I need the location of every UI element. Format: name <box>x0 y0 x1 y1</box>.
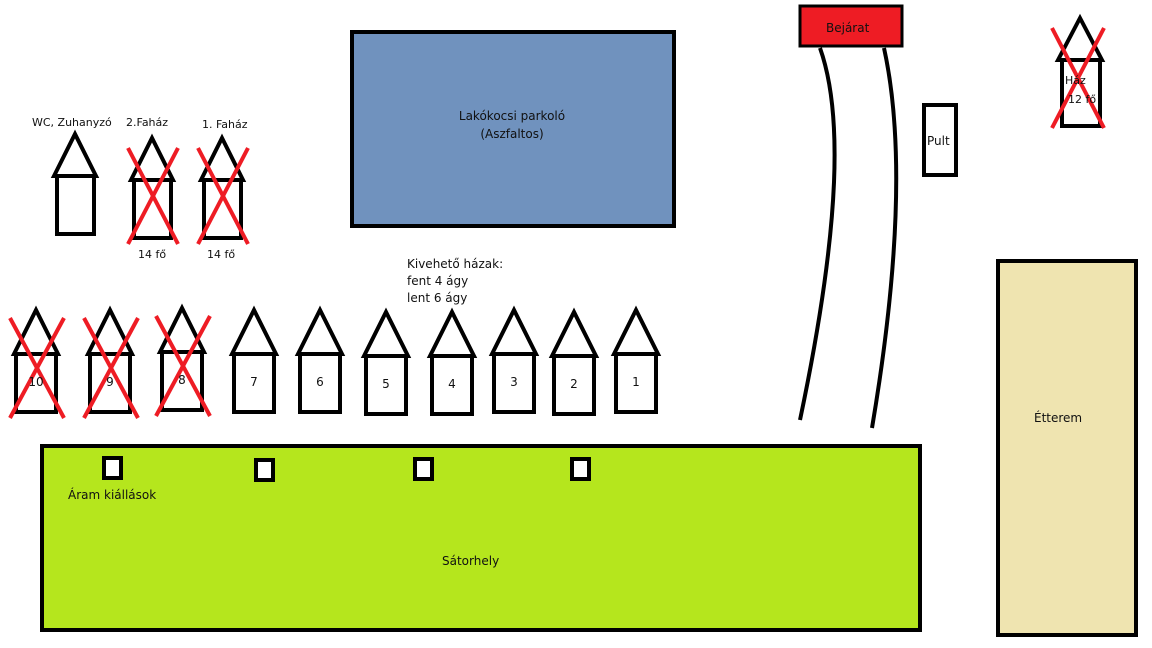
cross-mark <box>154 315 212 417</box>
house-roof <box>488 305 540 356</box>
rentable-houses-heading: Kivehető házak: <box>407 257 504 271</box>
cross-mark <box>82 317 140 419</box>
house-7[interactable] <box>228 305 280 414</box>
cross-mark <box>8 317 66 419</box>
house-body <box>430 354 474 416</box>
rentable-houses-row <box>8 303 662 419</box>
wc-building[interactable] <box>50 129 100 236</box>
house-5[interactable] <box>360 307 412 416</box>
caravan-parking-sublabel: (Aszfaltos) <box>480 127 544 141</box>
cabin-1-label: 1. Faház <box>202 118 248 131</box>
house-10[interactable] <box>8 305 66 419</box>
entrance-label: Bejárat <box>826 21 870 35</box>
house-body <box>492 352 536 414</box>
road-left-edge <box>798 47 837 421</box>
power-outlet[interactable] <box>570 457 591 481</box>
house-number-label: 1 <box>632 375 640 389</box>
power-outlets-label: Áram kiállások <box>68 488 157 502</box>
wc-label: WC, Zuhanyzó <box>32 116 112 129</box>
top-right-house[interactable] <box>1050 13 1106 129</box>
house-9[interactable] <box>82 305 140 419</box>
house-roof <box>84 305 136 356</box>
house-1[interactable] <box>610 305 662 414</box>
house-roof <box>360 307 412 358</box>
rentable-downstairs-beds: lent 6 ágy <box>407 291 468 305</box>
house-number-label: 4 <box>448 377 456 391</box>
house-roof <box>548 307 600 358</box>
house-body <box>232 352 276 414</box>
tent-area-label: Sátorhely <box>442 554 500 568</box>
house-3[interactable] <box>488 305 540 414</box>
power-outlet[interactable] <box>413 457 434 481</box>
power-outlet[interactable] <box>102 456 123 480</box>
top-right-house-capacity: 12 fő <box>1068 93 1097 106</box>
house-number-label: 8 <box>178 373 186 387</box>
house-2[interactable] <box>548 307 600 416</box>
house-6[interactable] <box>294 305 346 414</box>
house-body <box>298 352 342 414</box>
house-number-label: 2 <box>570 377 578 391</box>
house-roof <box>294 305 346 356</box>
road-right-edge <box>870 47 899 429</box>
house-number-label: 7 <box>250 375 258 389</box>
house-number-label: 3 <box>510 375 518 389</box>
cabin-2-capacity: 14 fő <box>138 248 167 261</box>
house-roof <box>426 307 478 358</box>
house-roof <box>156 303 208 354</box>
house-8[interactable] <box>154 303 212 417</box>
cabin-2-label: 2.Faház <box>126 116 169 129</box>
restaurant-area[interactable] <box>996 259 1138 637</box>
cabin-1[interactable] <box>196 133 250 245</box>
cabin-2[interactable] <box>126 133 180 245</box>
house-number-label: 6 <box>316 375 324 389</box>
house-body <box>364 354 408 416</box>
caravan-parking-area[interactable] <box>350 30 676 228</box>
restaurant-label: Étterem <box>1034 411 1083 425</box>
tent-area[interactable] <box>40 444 922 632</box>
house-body <box>552 354 596 416</box>
rentable-upstairs-beds: fent 4 ágy <box>407 274 469 288</box>
cabin-1-capacity: 14 fő <box>207 248 236 261</box>
house-4[interactable] <box>426 307 478 416</box>
house-number-label: 5 <box>382 377 390 391</box>
entrance-box[interactable] <box>798 4 904 48</box>
house-roof <box>10 305 62 356</box>
power-outlet[interactable] <box>254 458 275 482</box>
house-body <box>614 352 658 414</box>
house-number-label: 10 <box>28 375 44 389</box>
top-right-house-label: Ház <box>1065 74 1086 87</box>
caravan-parking-label: Lakókocsi parkoló <box>458 109 566 123</box>
house-number-label: 9 <box>106 375 114 389</box>
reception-box[interactable] <box>922 103 958 177</box>
house-roof <box>610 305 662 356</box>
house-roof <box>228 305 280 356</box>
reception-label: Pult <box>927 134 950 148</box>
